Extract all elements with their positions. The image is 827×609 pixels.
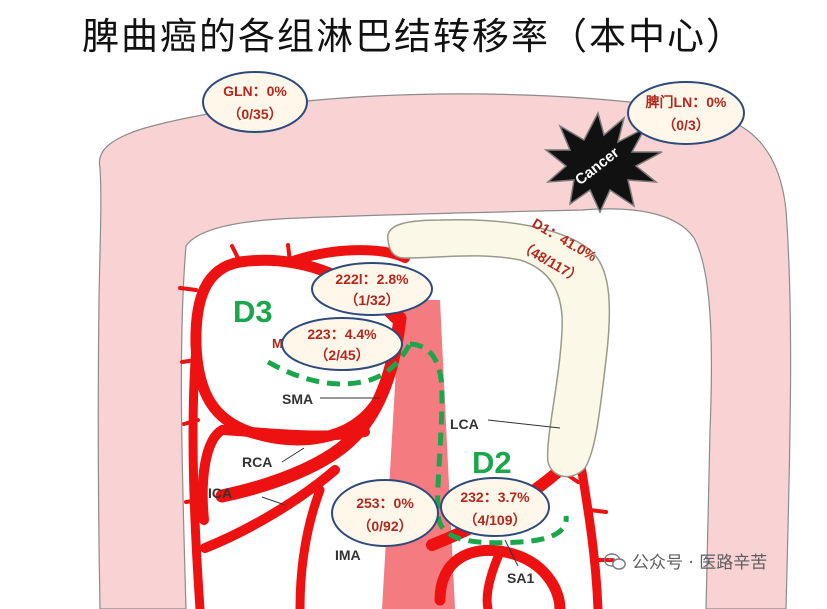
spleen-hilum-ratio: （0/3）: [662, 117, 709, 133]
watermark: 公众号 · 医路辛苦: [604, 548, 767, 573]
gln-bubble: GLN：0% （0/35）: [203, 72, 307, 132]
branch-d: [182, 360, 196, 362]
rca-label: RCA: [242, 454, 272, 470]
rca-leader: [282, 448, 304, 462]
sa1-label: SA1: [507, 570, 534, 586]
n223-bubble: 223：4.4% （2/45）: [282, 318, 402, 370]
sma-label: SMA: [282, 391, 313, 407]
n222l-ratio: （1/32）: [344, 292, 399, 308]
ica-lower: [300, 490, 320, 609]
n222l-bubble: 222l：2.8% （1/32）: [312, 263, 432, 315]
gln-label: GLN：0%: [223, 83, 287, 99]
middle-colic-upper: [290, 250, 405, 262]
branch-f: [186, 500, 200, 502]
n223-ratio: （2/45）: [314, 347, 369, 363]
n232-label: 232：3.7%: [460, 489, 530, 505]
d3-label: D3: [233, 294, 273, 329]
marginal-right: [580, 460, 598, 609]
n223-label: 223：4.4%: [307, 326, 377, 342]
spleen-hilum-bubble: 脾门LN：0% （0/3）: [628, 82, 744, 144]
n253-bubble: 253：0% （0/92）: [332, 480, 438, 546]
lca-label: LCA: [450, 416, 479, 432]
wechat-icon: [604, 553, 626, 571]
m-label: M: [272, 336, 283, 351]
ima-label: IMA: [335, 547, 361, 563]
n232-bubble: 232：3.7% （4/109）: [441, 478, 549, 536]
n232-ratio: （4/109）: [463, 512, 526, 528]
gln-ratio: （0/35）: [227, 106, 282, 122]
watermark-text: 公众号 · 医路辛苦: [632, 553, 767, 573]
ica-label: ICA: [208, 485, 232, 501]
ica-leader: [262, 497, 285, 505]
n253-ratio: （0/92）: [357, 518, 412, 534]
spleen-hilum-label: 脾门LN：0%: [646, 94, 727, 110]
n222l-label: 222l：2.8%: [335, 271, 409, 287]
d2-label: D2: [472, 445, 512, 480]
branch-c: [180, 288, 196, 290]
sigmoid-branch: [487, 552, 500, 609]
n253-label: 253：0%: [356, 495, 414, 511]
lca-leader: [488, 420, 560, 428]
branch-h: [590, 510, 606, 512]
branch-b: [288, 245, 290, 262]
